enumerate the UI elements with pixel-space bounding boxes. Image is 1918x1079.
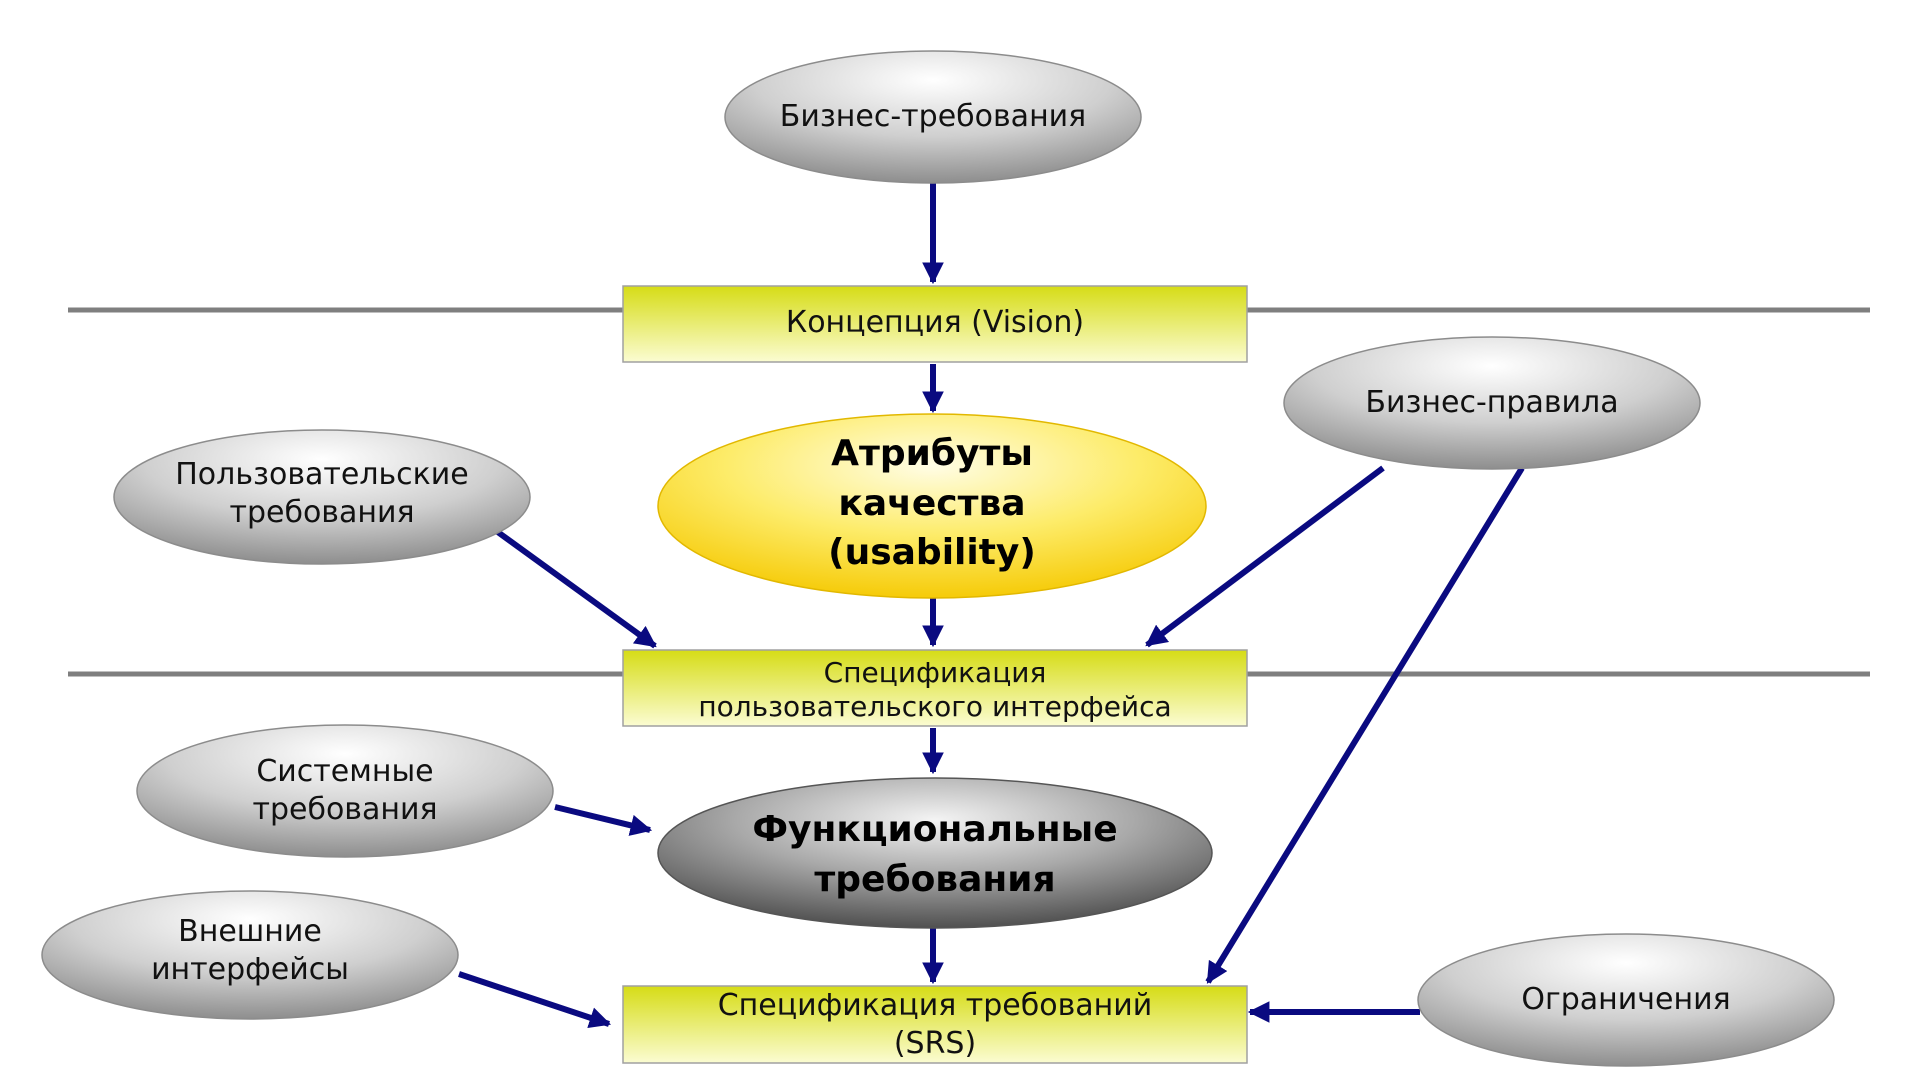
node-system-requirements: Системные требования xyxy=(136,724,554,858)
svg-text:требования: требования xyxy=(229,495,414,530)
arrow-system-to-functional xyxy=(554,804,653,836)
arrow-rules-to-srs xyxy=(1205,466,1525,984)
node-ui-specification: Спецификация пользовательского интерфейс… xyxy=(622,649,1248,727)
arrow-external-to-srs xyxy=(458,971,612,1029)
arrow-rules-to-uispec xyxy=(1145,465,1385,648)
svg-text:Спецификация: Спецификация xyxy=(824,656,1047,689)
node-srs: Спецификация требований (SRS) xyxy=(622,985,1248,1064)
svg-text:(usability): (usability) xyxy=(828,532,1036,573)
node-business-requirements: Бизнес-требования xyxy=(724,50,1142,184)
svg-text:требования: требования xyxy=(814,859,1055,900)
svg-text:Бизнес-требования: Бизнес-требования xyxy=(780,99,1086,134)
node-functional-requirements: Функциональные требования xyxy=(657,777,1213,929)
arrow-user-to-uispec xyxy=(493,527,657,649)
svg-text:Спецификация требований: Спецификация требований xyxy=(718,988,1153,1023)
svg-text:требования: требования xyxy=(252,792,437,827)
node-business-rules: Бизнес-правила xyxy=(1283,336,1701,470)
svg-text:интерфейсы: интерфейсы xyxy=(151,952,349,987)
node-quality-attributes: Атрибуты качества (usability) xyxy=(657,413,1207,599)
svg-text:Атрибуты: Атрибуты xyxy=(831,433,1033,474)
svg-text:Системные: Системные xyxy=(256,754,433,789)
svg-text:пользовательского интерфейса: пользовательского интерфейса xyxy=(698,690,1171,723)
svg-text:качества: качества xyxy=(838,483,1025,524)
svg-text:(SRS): (SRS) xyxy=(894,1026,976,1061)
node-constraints: Ограничения xyxy=(1417,933,1835,1067)
node-vision: Концепция (Vision) xyxy=(622,285,1248,363)
svg-text:Ограничения: Ограничения xyxy=(1521,982,1730,1017)
svg-text:Концепция (Vision): Концепция (Vision) xyxy=(786,305,1084,340)
node-user-requirements: Пользовательские требования xyxy=(113,429,531,565)
svg-text:Бизнес-правила: Бизнес-правила xyxy=(1365,385,1618,420)
svg-text:Функциональные: Функциональные xyxy=(752,809,1117,850)
svg-text:Внешние: Внешние xyxy=(178,914,322,949)
node-external-interfaces: Внешние интерфейсы xyxy=(41,890,459,1020)
svg-text:Пользовательские: Пользовательские xyxy=(175,457,469,492)
